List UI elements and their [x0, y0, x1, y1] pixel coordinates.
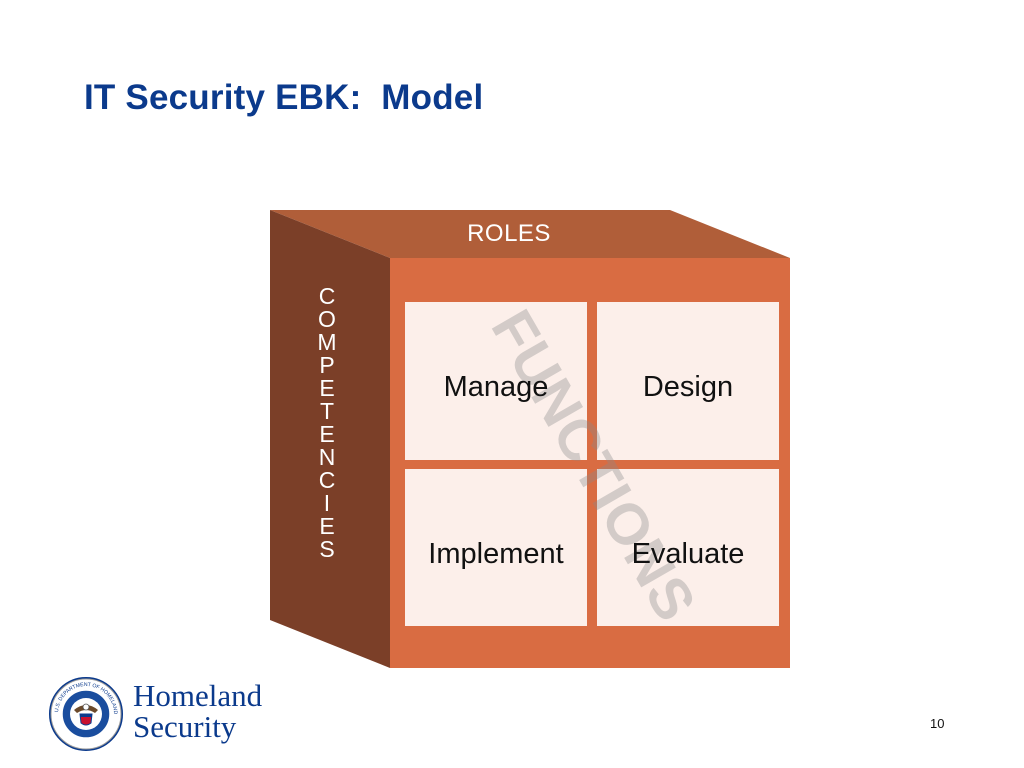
competencies-letter: S [319, 536, 334, 562]
cell-label-evaluate: Evaluate [632, 538, 745, 570]
competencies-letter: M [317, 329, 336, 355]
cell-design-box [597, 302, 779, 460]
competencies-letter: E [319, 421, 334, 447]
competencies-letter: P [319, 352, 334, 378]
page-number: 10 [930, 716, 945, 731]
dhs-seal-logo: U.S. DEPARTMENT OF HOMELAND SECURITY [48, 676, 123, 751]
brand-line-2: Security [133, 709, 237, 744]
cell-label-manage: Manage [444, 371, 549, 403]
competencies-letter: N [319, 444, 336, 470]
slide-title: IT Security EBK: Model [84, 78, 484, 117]
brand-line-1: Homeland [133, 678, 263, 713]
competencies-letter: O [318, 306, 336, 332]
cell-implement-box [405, 469, 587, 626]
cell-evaluate-box [597, 469, 779, 626]
competencies-letter: E [319, 513, 334, 539]
competencies-letter: E [319, 375, 334, 401]
cell-manage-box [405, 302, 587, 460]
competencies-letter: I [324, 490, 330, 516]
roles-face [270, 210, 790, 258]
competencies-label: C O M P E T E N C I E S [317, 283, 336, 562]
dhs-wordmark: Homeland Security [133, 680, 262, 742]
competencies-face [270, 210, 390, 668]
cell-label-design: Design [643, 371, 733, 403]
competencies-letter: T [320, 398, 334, 424]
competencies-letter: C [319, 467, 336, 493]
competencies-letter: C [319, 283, 336, 309]
cell-label-implement: Implement [428, 538, 563, 570]
roles-label: ROLES [467, 220, 551, 247]
